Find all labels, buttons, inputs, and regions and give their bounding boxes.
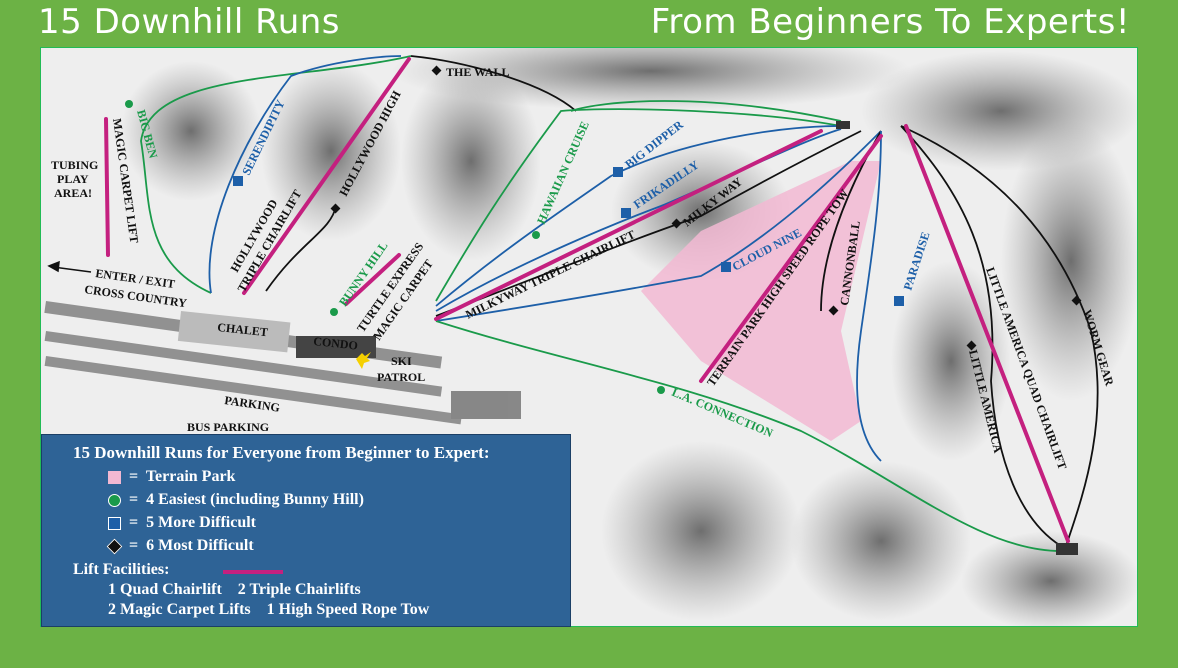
black-diamond-icon [330,203,341,214]
green-circle-icon [532,231,540,239]
label-play: PLAY [57,172,89,186]
legend: 15 Downhill Runs for Everyone from Begin… [41,434,571,627]
black-diamond-icon [106,538,123,554]
label-chalet: CHALET [217,320,269,339]
blue-square-icon [621,208,631,218]
milkyway-chairlift-line [434,129,823,321]
legend-item-more-difficult: = 5 More Difficult [108,514,256,532]
green-circle-icon [125,100,133,108]
label-tubing: TUBING [51,158,98,172]
turtle-express-line [344,253,401,306]
lift-facilities-line2: 2 Magic Carpet Lifts 1 High Speed Rope T… [108,601,430,618]
blue-square-icon [721,262,731,272]
forest-areas [121,48,1137,626]
trail-lines [140,55,1099,552]
label-ski: SKI [391,354,412,368]
legend-item-terrain-park: = Terrain Park [108,468,235,486]
lift-facilities-line1: 1 Quad Chairlift 2 Triple Chairlifts [108,581,361,598]
lift-facilities-title: Lift Facilities: [73,561,170,578]
legend-label: = Terrain Park [129,468,236,485]
legend-item-most-difficult: = 6 Most Difficult [106,537,254,555]
black-diamond-icon [966,340,977,351]
ski-patrol-cross-icon [356,352,371,369]
blue-square-icon [108,516,121,530]
legend-label: = 6 Most Difficult [129,537,254,554]
title-left: 15 Downhill Runs [38,2,341,42]
legend-label: = 5 More Difficult [129,514,257,531]
blue-square-icon [613,167,623,177]
blue-square-icon [894,296,904,306]
legend-label: = 4 Easiest (including Bunny Hill) [129,491,364,508]
run-label-the-wall: THE WALL [446,65,509,79]
terrain-park-tow-line [699,134,883,383]
title-right: From Beginners To Experts! [650,2,1130,42]
difficulty-markers [125,65,1082,394]
label-area: AREA! [54,186,92,200]
lift-line-swatch [223,570,283,574]
legend-title: 15 Downhill Runs for Everyone from Begin… [73,443,490,462]
label-bus-parking: BUS PARKING [187,420,269,434]
cross-country-arrow-icon [47,260,92,273]
lift-stations [836,121,1078,555]
black-diamond-icon [1071,295,1082,306]
buildings [177,311,376,358]
label-condo: CONDO [313,334,359,353]
label-patrol: PATROL [377,370,425,384]
green-circle-icon [108,493,121,507]
black-diamond-icon [828,305,839,316]
pink-square-icon [108,470,121,484]
little-america-quad-line [904,124,1070,543]
blue-square-icon [233,176,243,186]
hollywood-chairlift-line [242,57,411,295]
green-circle-icon [657,386,665,394]
lift-lines [104,57,1070,543]
magic-carpet-lift-line [104,117,110,257]
green-circle-icon [330,308,338,316]
black-diamond-icon [671,218,682,229]
legend-item-easiest: = 4 Easiest (including Bunny Hill) [108,491,364,509]
